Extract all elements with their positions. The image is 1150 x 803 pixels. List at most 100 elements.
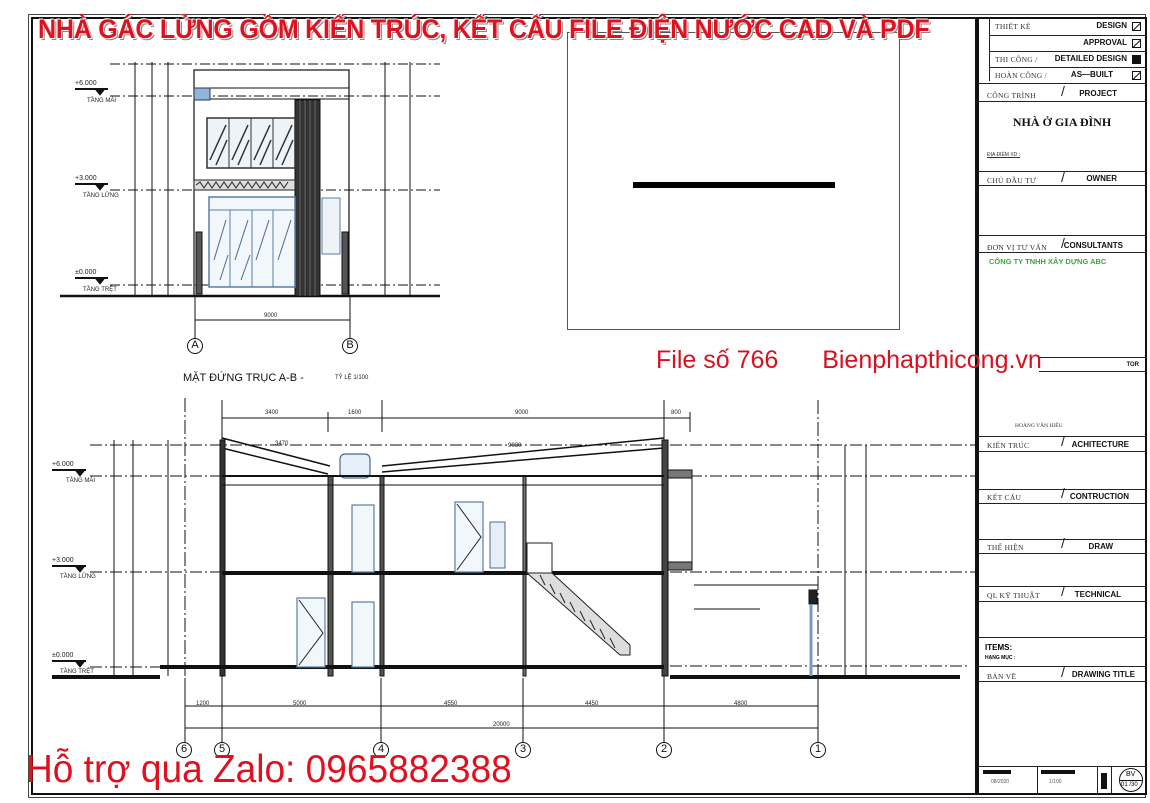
footer-divider — [1111, 767, 1112, 793]
discipline-label: THỂ HIỆN — [987, 543, 1024, 552]
section-bottom-dim: 1200 — [196, 701, 210, 707]
drawing-label-en: DRAWING TITLE — [1071, 670, 1135, 679]
section-bottom-dim: 4800 — [734, 701, 748, 707]
elevation-title: MẶT ĐỨNG TRỤC A-B - — [183, 372, 304, 384]
title-block-side-tag — [979, 19, 990, 81]
elev-level-value: +6.000 — [75, 80, 97, 87]
section-level-value: +6.000 — [52, 461, 74, 468]
section-bottom-dim: 4550 — [444, 701, 458, 707]
project-name: NHÀ Ở GIA ĐÌNH — [1012, 115, 1112, 129]
footer-scale: 1/100 — [1049, 779, 1062, 785]
grid-axis-1: 1 — [810, 742, 826, 758]
watermark-title: NHÀ GÁC LỬNG GỒM KIẾN TRÚC, KẾT CẤU FILE… — [38, 14, 930, 44]
section-total-dim: 20000 — [493, 722, 510, 728]
watermark-file-no: File số 766 — [656, 346, 779, 374]
items-sub-label: HẠNG MỤC : — [985, 655, 1016, 661]
divider-slash: / — [1061, 83, 1065, 99]
section-top-dim: 1600 — [348, 410, 362, 416]
section-level-value: ±0.000 — [52, 652, 74, 659]
project-label-en: PROJECT — [1079, 89, 1117, 98]
grid-axis-2: 2 — [656, 742, 672, 758]
cad-drawing-canvas — [52, 62, 977, 745]
address-label: ĐỊA ĐIỂM XD : — [987, 152, 1021, 158]
consultant-label: ĐƠN VỊ TƯ VẤN — [987, 243, 1047, 252]
watermark-zalo-support: Hỗ trợ qua Zalo: 0965882388 — [26, 748, 512, 791]
discipline-label: KIẾN TRÚC — [987, 441, 1030, 450]
status-checkbox[interactable] — [1132, 71, 1141, 80]
title-block: THIẾT KẾ DESIGN APPROVAL THI CÔNG / DETA… — [977, 17, 1147, 795]
section-bottom-dim: 4450 — [585, 701, 599, 707]
blank-viewport-frame — [567, 32, 900, 330]
drawing-label: BẢN VẼ — [987, 672, 1017, 681]
items-label: ITEMS: — [985, 643, 1013, 652]
discipline-label: KẾT CẤU — [987, 493, 1022, 502]
status-value: DESIGN — [1096, 21, 1127, 30]
footer-bar — [983, 770, 1011, 774]
section-top-dim: 3400 — [265, 410, 279, 416]
elev-level-name: TẦNG LỬNG — [83, 193, 119, 199]
owner-label: CHỦ ĐẦU TƯ — [987, 176, 1037, 185]
viewport-line — [633, 182, 835, 188]
sheet-number-badge: BV 01 /30 — [1119, 768, 1143, 792]
sheet-number: 01 /30 — [1121, 782, 1138, 788]
grid-axis-3: 3 — [515, 742, 531, 758]
roof-slope-dim: 3470 — [275, 441, 289, 447]
footer-bar — [1101, 773, 1107, 789]
elev-level-name: TẦNG TRỆT — [83, 287, 117, 293]
drawing-area-border — [31, 17, 977, 795]
discipline-label-en: CONTRUCTION — [1069, 492, 1129, 501]
director-name: HOÀNG VĂN HIẾU — [1015, 423, 1063, 429]
discipline-label-en: ACHITECTURE — [1071, 440, 1129, 449]
footer-divider — [1037, 767, 1038, 793]
elev-level-value: +3.000 — [75, 175, 97, 182]
watermark-file-number: File số 766 Bienphapthicong.vn — [656, 346, 1042, 375]
owner-label-en: OWNER — [1086, 174, 1117, 183]
elev-level-name: TẦNG MÁI — [87, 98, 117, 104]
status-value: APPROVAL — [1083, 38, 1127, 47]
sheet-code: BV — [1126, 771, 1136, 778]
status-value: DETAILED DESIGN — [1054, 54, 1127, 63]
section-level-name: TẦNG TRỆT — [60, 669, 94, 675]
section-bottom-dim: 5000 — [293, 701, 307, 707]
watermark-site: Bienphapthicong.vn — [822, 346, 1042, 374]
section-top-dim: 800 — [671, 410, 682, 416]
footer-date: 08/2020 — [991, 779, 1010, 785]
status-label: HOÀN CÔNG / — [995, 71, 1048, 80]
grid-axis-a: A — [187, 338, 203, 354]
divider-slash: / — [1061, 485, 1065, 501]
footer-bar — [1041, 770, 1075, 774]
divider-slash: / — [1061, 535, 1065, 551]
status-checkbox[interactable] — [1132, 22, 1141, 31]
status-label: THI CÔNG / — [995, 55, 1038, 64]
divider-slash: / — [1061, 583, 1065, 599]
project-label: CÔNG TRÌNH — [987, 91, 1036, 100]
director-label-en: TOR — [1126, 362, 1139, 368]
divider-slash: / — [1061, 169, 1065, 185]
status-value: AS—BUILT — [1070, 70, 1113, 79]
status-checkbox[interactable] — [1132, 39, 1141, 48]
discipline-label-en: DRAW — [1088, 542, 1113, 551]
discipline-label-en: TECHNICAL — [1074, 590, 1121, 599]
elev-level-value: ±0.000 — [75, 269, 97, 276]
status-checkbox[interactable] — [1132, 55, 1141, 64]
section-level-value: +3.000 — [52, 557, 74, 564]
divider-slash: / — [1061, 433, 1065, 449]
section-level-name: TẦNG LỬNG — [60, 574, 96, 580]
grid-axis-4: 4 — [373, 742, 389, 758]
consultant-name: CÔNG TY TNHH XÂY DỰNG ABC — [989, 257, 1107, 266]
section-top-dim: 9000 — [515, 410, 529, 416]
section-level-name: TẦNG MÁI — [66, 478, 96, 484]
status-label: THIẾT KẾ — [995, 22, 1031, 31]
footer-divider — [1097, 767, 1098, 793]
grid-axis-6: 6 — [176, 742, 192, 758]
title-block-footer: 08/2020 1/100 BV 01 /30 — [979, 767, 1145, 793]
roof-slope-dim: 9030 — [508, 443, 522, 449]
grid-axis-5: 5 — [214, 742, 230, 758]
divider-slash: / — [1061, 235, 1065, 251]
divider-slash: / — [1061, 664, 1065, 680]
consultant-label-en: CONSULTANTS — [1063, 241, 1123, 250]
elevation-span-dim: 9000 — [264, 313, 278, 319]
discipline-label: QL KỸ THUẬT — [987, 591, 1040, 600]
grid-axis-b: B — [342, 338, 358, 354]
elevation-scale: TỶ LỆ 1/100 — [335, 375, 369, 381]
